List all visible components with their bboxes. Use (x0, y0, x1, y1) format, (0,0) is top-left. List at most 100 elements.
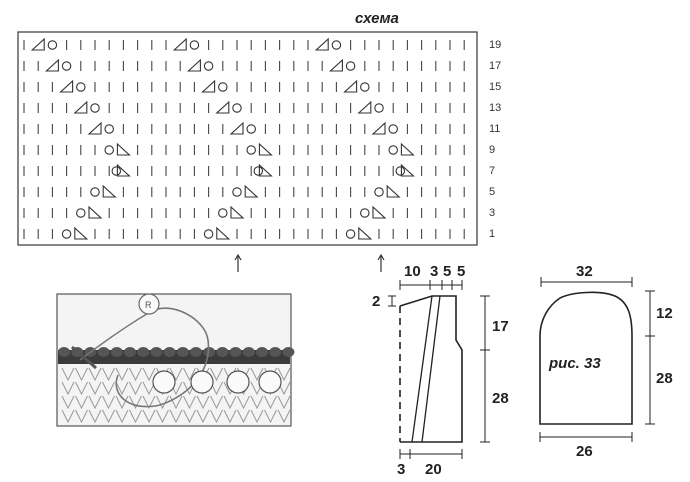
row-number: 5 (489, 186, 495, 198)
front-inner-line (411, 295, 433, 443)
knit-loop (196, 409, 210, 424)
knit-loop (75, 409, 88, 424)
chart-title: схема (355, 10, 399, 27)
knit-loop (115, 409, 129, 424)
row-number: 1 (489, 228, 495, 240)
decrease-triangle-icon (230, 205, 245, 219)
dim-label: 3 (397, 461, 405, 478)
yarn-over-circle-icon (203, 61, 214, 71)
dark-row-loop (256, 347, 268, 357)
dark-row-loop (176, 347, 189, 357)
dark-row-loop (163, 347, 176, 357)
knit-loop (210, 409, 223, 424)
knit-loop (115, 367, 129, 382)
dim-label: 28 (656, 370, 673, 387)
knit-loop (237, 395, 250, 410)
knit-loop (277, 367, 291, 382)
dim-label: 5 (443, 263, 451, 280)
decrease-triangle-icon (59, 79, 74, 93)
yarn-over-circle-icon (61, 229, 72, 239)
sleeve-outline (539, 291, 633, 425)
yarn-over-circle-icon (76, 82, 86, 92)
decrease-triangle-icon (116, 142, 131, 156)
bead (190, 370, 214, 394)
decrease-triangle-icon (116, 163, 131, 177)
knit-loop (169, 367, 183, 382)
yarn-over-circle-icon (246, 145, 256, 155)
decrease-triangle-icon (400, 142, 415, 156)
decrease-triangle-icon (358, 226, 373, 240)
repeat-arrow-icon (377, 253, 385, 272)
decrease-triangle-icon (73, 100, 88, 114)
decrease-triangle-icon (172, 37, 187, 51)
dark-row-loop (216, 347, 229, 357)
chart-grid (23, 37, 465, 240)
dark-row-loop (282, 347, 295, 357)
yarn-over-circle-icon (189, 40, 200, 50)
row-number: 3 (489, 207, 495, 219)
yarn-over-circle-icon (388, 145, 398, 155)
dim-label: 20 (425, 461, 442, 478)
decrease-triangle-icon (258, 142, 273, 156)
decrease-triangle-icon (74, 226, 89, 240)
front-dimensions: 10 3 5 5 2 17 28 3 20 (372, 263, 509, 478)
bead-knitting-illustration: R (56, 293, 295, 427)
knit-loop (169, 409, 183, 424)
knit-loop (102, 367, 115, 382)
decrease-triangle-icon (258, 163, 273, 177)
knit-loop (156, 409, 169, 424)
yarn-over-circle-icon (47, 40, 58, 50)
bead (138, 293, 160, 315)
knit-loop (61, 381, 75, 396)
yarn-over-circle-icon (203, 229, 214, 239)
knit-loop (142, 381, 156, 396)
knit-loop (129, 367, 142, 382)
yarn-over-circle-icon (76, 208, 86, 218)
decrease-triangle-icon (88, 205, 103, 219)
yarn-over-circle-icon (111, 166, 122, 176)
knit-loop (115, 381, 129, 396)
dark-row-loop (124, 347, 136, 357)
knit-loop (250, 367, 264, 382)
row-number: 15 (489, 81, 501, 93)
dark-row-loop (110, 347, 123, 357)
row-number: 11 (489, 123, 500, 135)
row-number: 7 (489, 165, 495, 177)
decrease-triangle-icon (215, 100, 230, 114)
repeat-arrow-icon (234, 253, 242, 272)
dark-row-loop (150, 347, 163, 357)
yarn-over-circle-icon (104, 124, 114, 134)
knit-loop (210, 367, 223, 382)
yarn-over-circle-icon (395, 166, 406, 176)
bead (152, 370, 176, 394)
figure-caption: рис. 33 (548, 355, 601, 372)
row-number: 9 (489, 144, 495, 156)
knit-loop (196, 395, 210, 410)
yarn-over-circle-icon (61, 61, 72, 71)
yarn-over-circle-icon (253, 166, 264, 176)
knit-loop (183, 367, 196, 382)
decrease-triangle-icon (343, 79, 358, 93)
decrease-triangle-icon (102, 184, 117, 198)
dim-label: 10 (404, 263, 421, 280)
knit-loop (115, 395, 129, 410)
knit-loop (223, 395, 237, 410)
yarn-over-circle-icon (218, 208, 228, 218)
yarn-over-circle-icon (246, 124, 256, 134)
yarn-over-circle-icon (232, 103, 242, 113)
decrease-triangle-icon (400, 163, 415, 177)
knit-loop (277, 395, 291, 410)
yarn-over-circle-icon (104, 145, 114, 155)
decrease-triangle-icon (201, 79, 216, 93)
dim-label: 3 (430, 263, 438, 280)
dim-label: 17 (492, 318, 509, 335)
decrease-triangle-icon (357, 100, 372, 114)
dim-label: 2 (372, 293, 380, 310)
yarn-over-circle-icon (345, 229, 356, 239)
knit-loop (75, 381, 88, 396)
yarn-over-circle-icon (374, 103, 384, 113)
knit-loop (61, 395, 75, 410)
knit-loop (75, 367, 88, 382)
knit-loop (277, 409, 291, 424)
